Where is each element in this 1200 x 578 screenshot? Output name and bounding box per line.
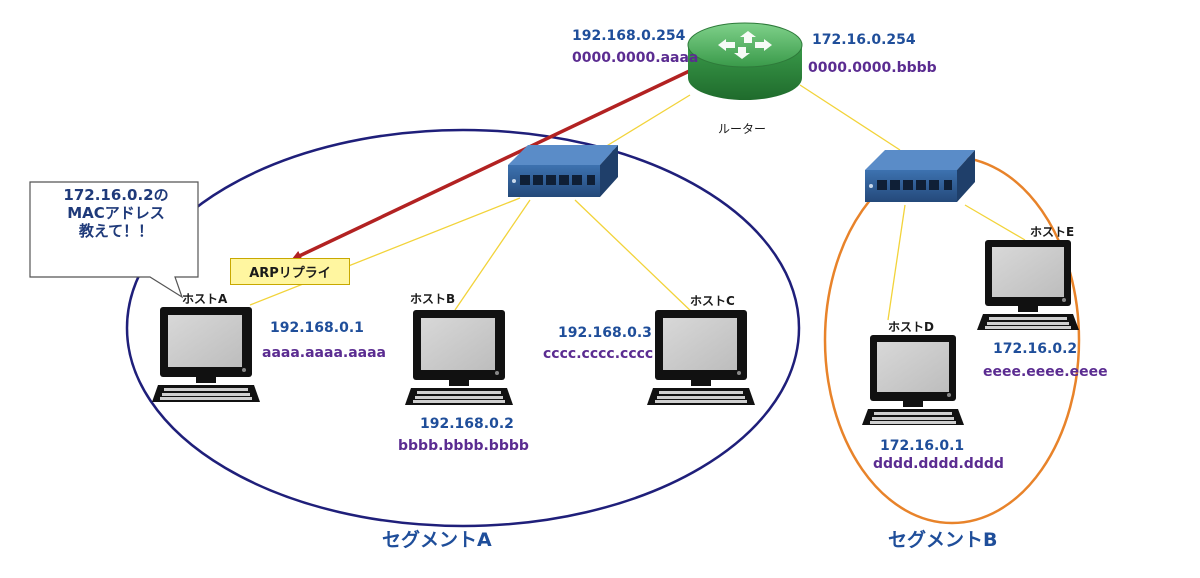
pc-icon [647,310,755,405]
host-a-label: ホストA [182,292,228,306]
arp-reply-label: ARPリプライ [230,258,350,285]
router-label: ルーター [718,122,767,136]
arp-reply-arrow [291,64,701,260]
host-d-mac: dddd.dddd.dddd [873,456,1004,472]
segment-a-boundary [125,128,801,528]
link-router-switch-a [599,94,691,151]
host-c-mac: cccc.cccc.cccc [543,346,654,362]
host-e-label: ホストE [1030,225,1075,239]
host-c-label: ホストC [690,294,735,308]
pc-icon [977,240,1079,330]
host-c-ip: 192.168.0.3 [558,325,652,341]
link-switch-b-host-e [964,204,1026,241]
host-d-label: ホストD [888,320,934,334]
router-left-ip: 192.168.0.254 [572,28,686,44]
pc-icon [152,307,260,402]
router-left-mac: 0000.0000.aaaa [572,50,699,66]
pc-icon [862,335,964,425]
segment-b-label: セグメントB [888,529,998,551]
speech-bubble [29,181,199,299]
host-e-mac: eeee.eeee.eeee [983,364,1108,380]
link-router-switch-b [799,84,901,151]
speech-bubble-text: 172.16.0.2の MACアドレス 教えて！！ [63,186,169,240]
switch-icon [508,145,618,197]
router-icon [687,22,803,100]
link-switch-a-host-c [574,199,696,316]
host-a-mac: aaaa.aaaa.aaaa [262,345,387,361]
host-b-mac: bbbb.bbbb.bbbb [398,438,529,454]
host-a-ip: 192.168.0.1 [270,320,364,336]
link-switch-b-host-d [887,204,906,321]
network-links [249,84,1026,321]
host-e-ip: 172.16.0.2 [993,341,1078,357]
host-b-ip: 192.168.0.2 [420,416,514,432]
router-right-ip: 172.16.0.254 [812,32,916,48]
switch-icon [865,150,975,202]
link-switch-a-host-b [454,199,531,311]
host-b-label: ホストB [410,292,456,306]
host-d-ip: 172.16.0.1 [880,438,965,454]
pc-icon [405,310,513,405]
router-right-mac: 0000.0000.bbbb [808,60,937,76]
link-switch-a-host-a [249,197,521,306]
segment-a-label: セグメントA [382,529,492,551]
